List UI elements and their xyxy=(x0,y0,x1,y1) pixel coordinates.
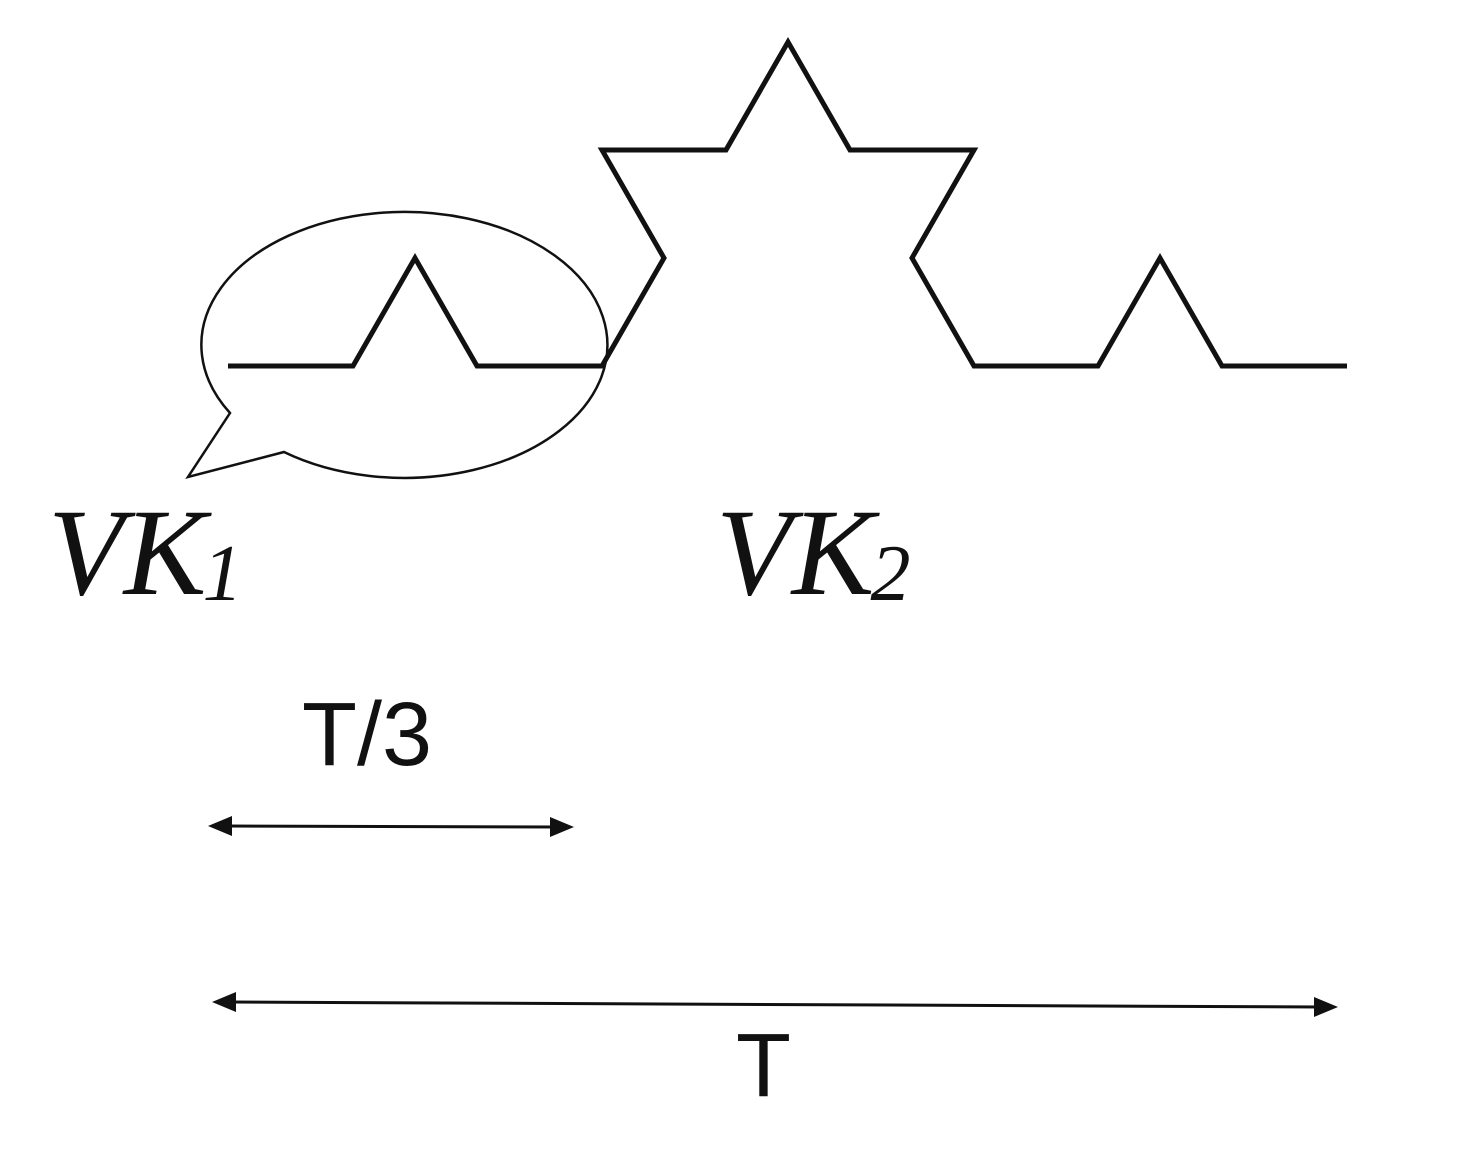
vk2-label-base: VK xyxy=(716,484,881,621)
full-period-arrow-right-head xyxy=(1314,997,1338,1017)
full-period-label: T xyxy=(736,1016,791,1116)
vk1-label-base: VK xyxy=(48,484,213,621)
third-period-arrow-shaft xyxy=(227,824,557,829)
callout-bubble xyxy=(185,210,609,480)
full-period-arrow-shaft xyxy=(229,1000,1321,1009)
third-period-arrow xyxy=(208,816,574,837)
full-period-arrow-left-head xyxy=(212,992,236,1012)
third-period-arrow-right-head xyxy=(550,817,574,837)
vk2-label: VK2 xyxy=(716,484,910,621)
vk1-label-subscript: 1 xyxy=(202,530,242,618)
full-period-arrow xyxy=(212,992,1338,1017)
third-period-label: T/3 xyxy=(302,685,432,785)
vk1-label: VK1 xyxy=(48,484,242,621)
third-period-arrow-left-head xyxy=(208,816,232,836)
vk2-label-subscript: 2 xyxy=(870,530,910,618)
koch-curve-vk2 xyxy=(228,36,1347,369)
